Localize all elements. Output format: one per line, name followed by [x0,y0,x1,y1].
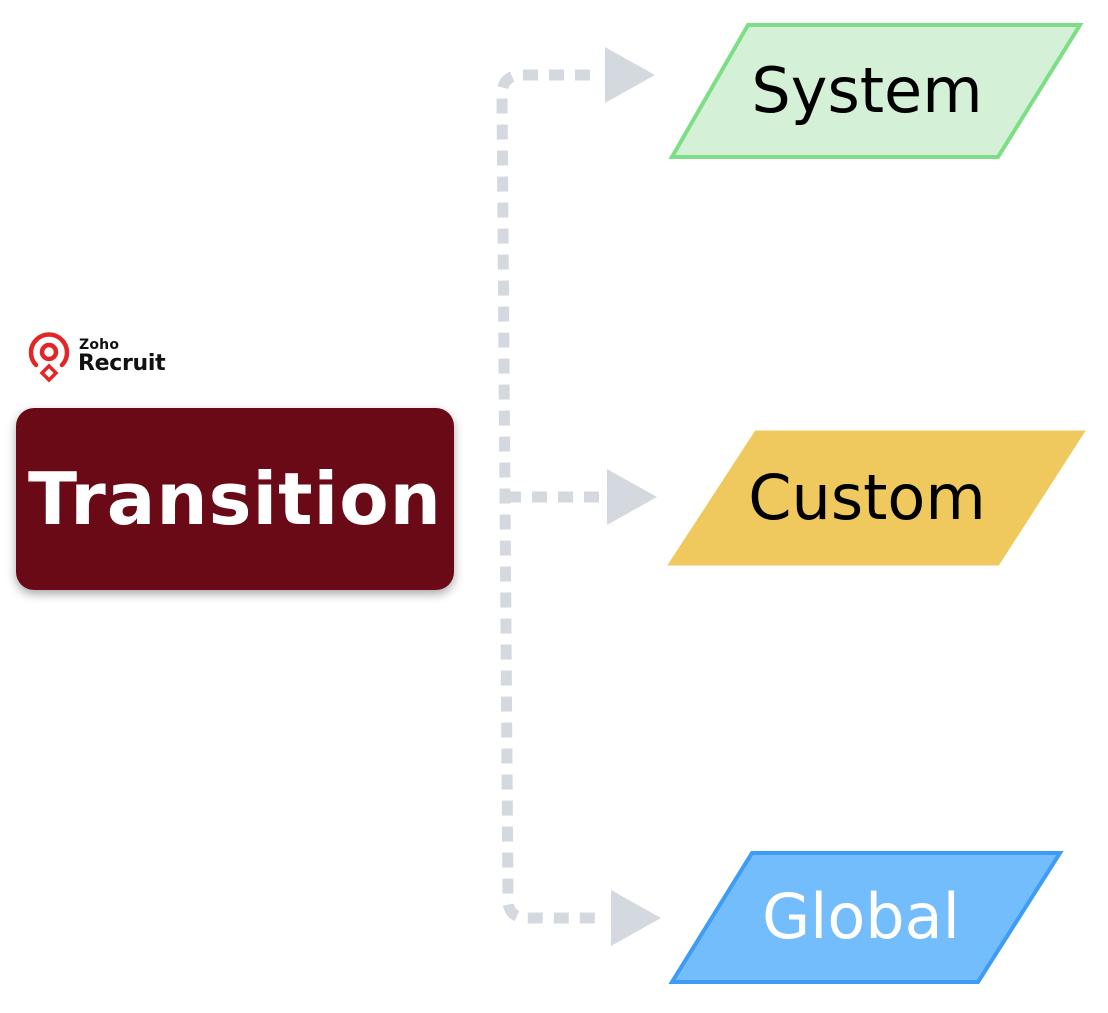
transition-node-label: Transition [28,457,442,541]
logo-brand-recruit: Recruit [78,351,166,376]
arrowhead-global [611,890,661,946]
system-node-shape [668,23,1084,159]
custom-node-label: Custom [748,461,986,534]
zoho-recruit-logo: Zoho Recruit [24,331,174,387]
connector-trunk [496,69,600,924]
logo-brand-zoho: Zoho [79,337,120,353]
zoho-recruit-logo-icon [28,332,70,383]
arrowhead-custom [607,469,657,525]
arrowhead-system [605,47,655,103]
global-node-label: Global [762,880,960,953]
global-node-shape [668,851,1064,984]
custom-node-shape [667,430,1086,566]
transition-node: Transition [16,408,454,590]
system-node-label: System [751,54,983,127]
